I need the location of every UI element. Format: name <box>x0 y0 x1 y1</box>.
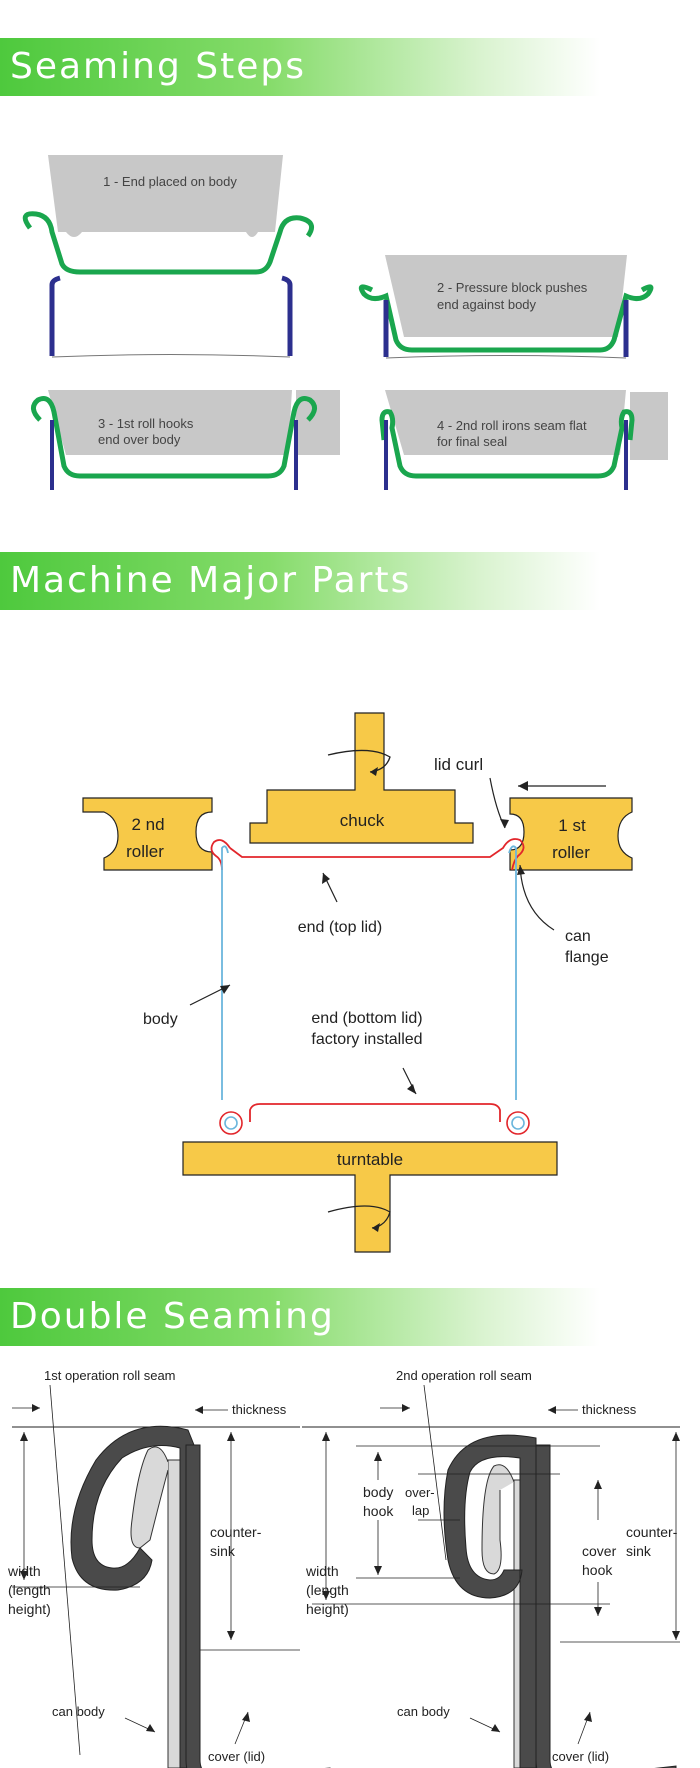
op1-can-body-label: can body <box>52 1704 105 1719</box>
turntable-label: turntable <box>337 1150 403 1169</box>
op1-thickness-label: thickness <box>232 1402 287 1417</box>
step-4-label-a: 4 - 2nd roll irons seam flat <box>437 418 587 433</box>
end-bottom-label-a: end (bottom lid) <box>311 1010 422 1027</box>
op2-title: 2nd operation roll seam <box>396 1368 532 1383</box>
op1-countersink-label-a: counter- <box>210 1524 262 1540</box>
overlap-label-a: over- <box>405 1485 435 1500</box>
can-flange-label-b: flange <box>565 949 609 966</box>
step-3-panel: 3 - 1st roll hooks end over body <box>31 390 340 490</box>
end-top-label: end (top lid) <box>298 919 383 936</box>
step-3-label-a: 3 - 1st roll hooks <box>98 416 194 431</box>
op2-width-label-b: (length <box>306 1582 349 1598</box>
step-3-label-b: end over body <box>98 432 181 447</box>
seaming-steps-diagram: 1 - End placed on body 2 - Pressure bloc… <box>22 155 668 490</box>
op2-width-label-c: height) <box>306 1601 349 1617</box>
section-title: Machine Major Parts <box>10 560 412 601</box>
first-roller-label-b: roller <box>552 843 590 862</box>
first-operation-seam: 1st operation roll seam thickness width … <box>7 1368 331 1768</box>
push-arrow-icon <box>518 781 528 791</box>
section-banner-machine-parts: Machine Major Parts <box>0 552 600 610</box>
turntable-part <box>182 1141 558 1253</box>
body-hook-label-a: body <box>363 1484 393 1500</box>
overlap-label-b: lap <box>412 1503 429 1518</box>
step-4-label-b: for final seal <box>437 434 507 449</box>
op2-width-label-a: width <box>305 1563 339 1579</box>
rotation-arrow-icon <box>327 749 391 773</box>
machine-parts-diagram: chuck 2 nd roller 1 st roller lid curl e… <box>82 712 633 1253</box>
second-roll-block <box>630 392 668 460</box>
cover-hook-label-b: hook <box>582 1562 613 1578</box>
step-1-label: 1 - End placed on body <box>103 174 237 189</box>
end-bottom-label-b: factory installed <box>311 1031 422 1048</box>
step-4-panel: 4 - 2nd roll irons seam flat for final s… <box>379 390 668 490</box>
bottom-end-lid <box>249 1103 501 1122</box>
lid-curl-label: lid curl <box>434 755 483 774</box>
step-2-label-a: 2 - Pressure block pushes <box>437 280 588 295</box>
section-banner-seaming-steps: Seaming Steps <box>0 38 600 96</box>
step-1-panel: 1 - End placed on body <box>22 155 315 358</box>
op1-width-label-a: width <box>7 1563 41 1579</box>
chuck-part <box>249 712 474 844</box>
cover-hook-label-a: cover <box>582 1543 617 1559</box>
step-2-panel: 2 - Pressure block pushes end against bo… <box>358 255 654 359</box>
first-roller-part <box>509 797 633 871</box>
body-label: body <box>143 1011 178 1028</box>
second-roller-part <box>82 797 213 871</box>
op1-countersink-label-b: sink <box>210 1543 236 1559</box>
section-title: Seaming Steps <box>10 46 306 87</box>
can-body-wall-right <box>508 845 517 1100</box>
section-title: Double Seaming <box>10 1296 335 1337</box>
body-hook-label-b: hook <box>363 1503 394 1519</box>
double-seaming-diagram: 1st operation roll seam thickness width … <box>7 1368 680 1768</box>
op1-width-label-b: (length <box>8 1582 51 1598</box>
op2-can-body-label: can body <box>397 1704 450 1719</box>
second-roller-label-b: roller <box>126 842 164 861</box>
section-banner-double-seaming: Double Seaming <box>0 1288 600 1346</box>
can-body-wall-left <box>221 845 229 1100</box>
second-roller-label-a: 2 nd <box>131 815 164 834</box>
rotation-arrow-icon <box>327 1205 391 1229</box>
second-operation-seam: 2nd operation roll seam thickness width … <box>302 1368 680 1768</box>
op1-cover-label: cover (lid) <box>208 1749 265 1764</box>
can-flange-label-a: can <box>565 928 591 945</box>
first-roller-label-a: 1 st <box>558 816 586 835</box>
op2-countersink-label-a: counter- <box>626 1524 678 1540</box>
op1-title: 1st operation roll seam <box>44 1368 176 1383</box>
op2-cover-label: cover (lid) <box>552 1749 609 1764</box>
top-end-lid <box>229 838 525 871</box>
step-2-label-b: end against body <box>437 297 537 312</box>
op2-thickness-label: thickness <box>582 1402 637 1417</box>
op2-countersink-label-b: sink <box>626 1543 652 1559</box>
op1-width-label-c: height) <box>8 1601 51 1617</box>
chuck-label: chuck <box>340 811 385 830</box>
